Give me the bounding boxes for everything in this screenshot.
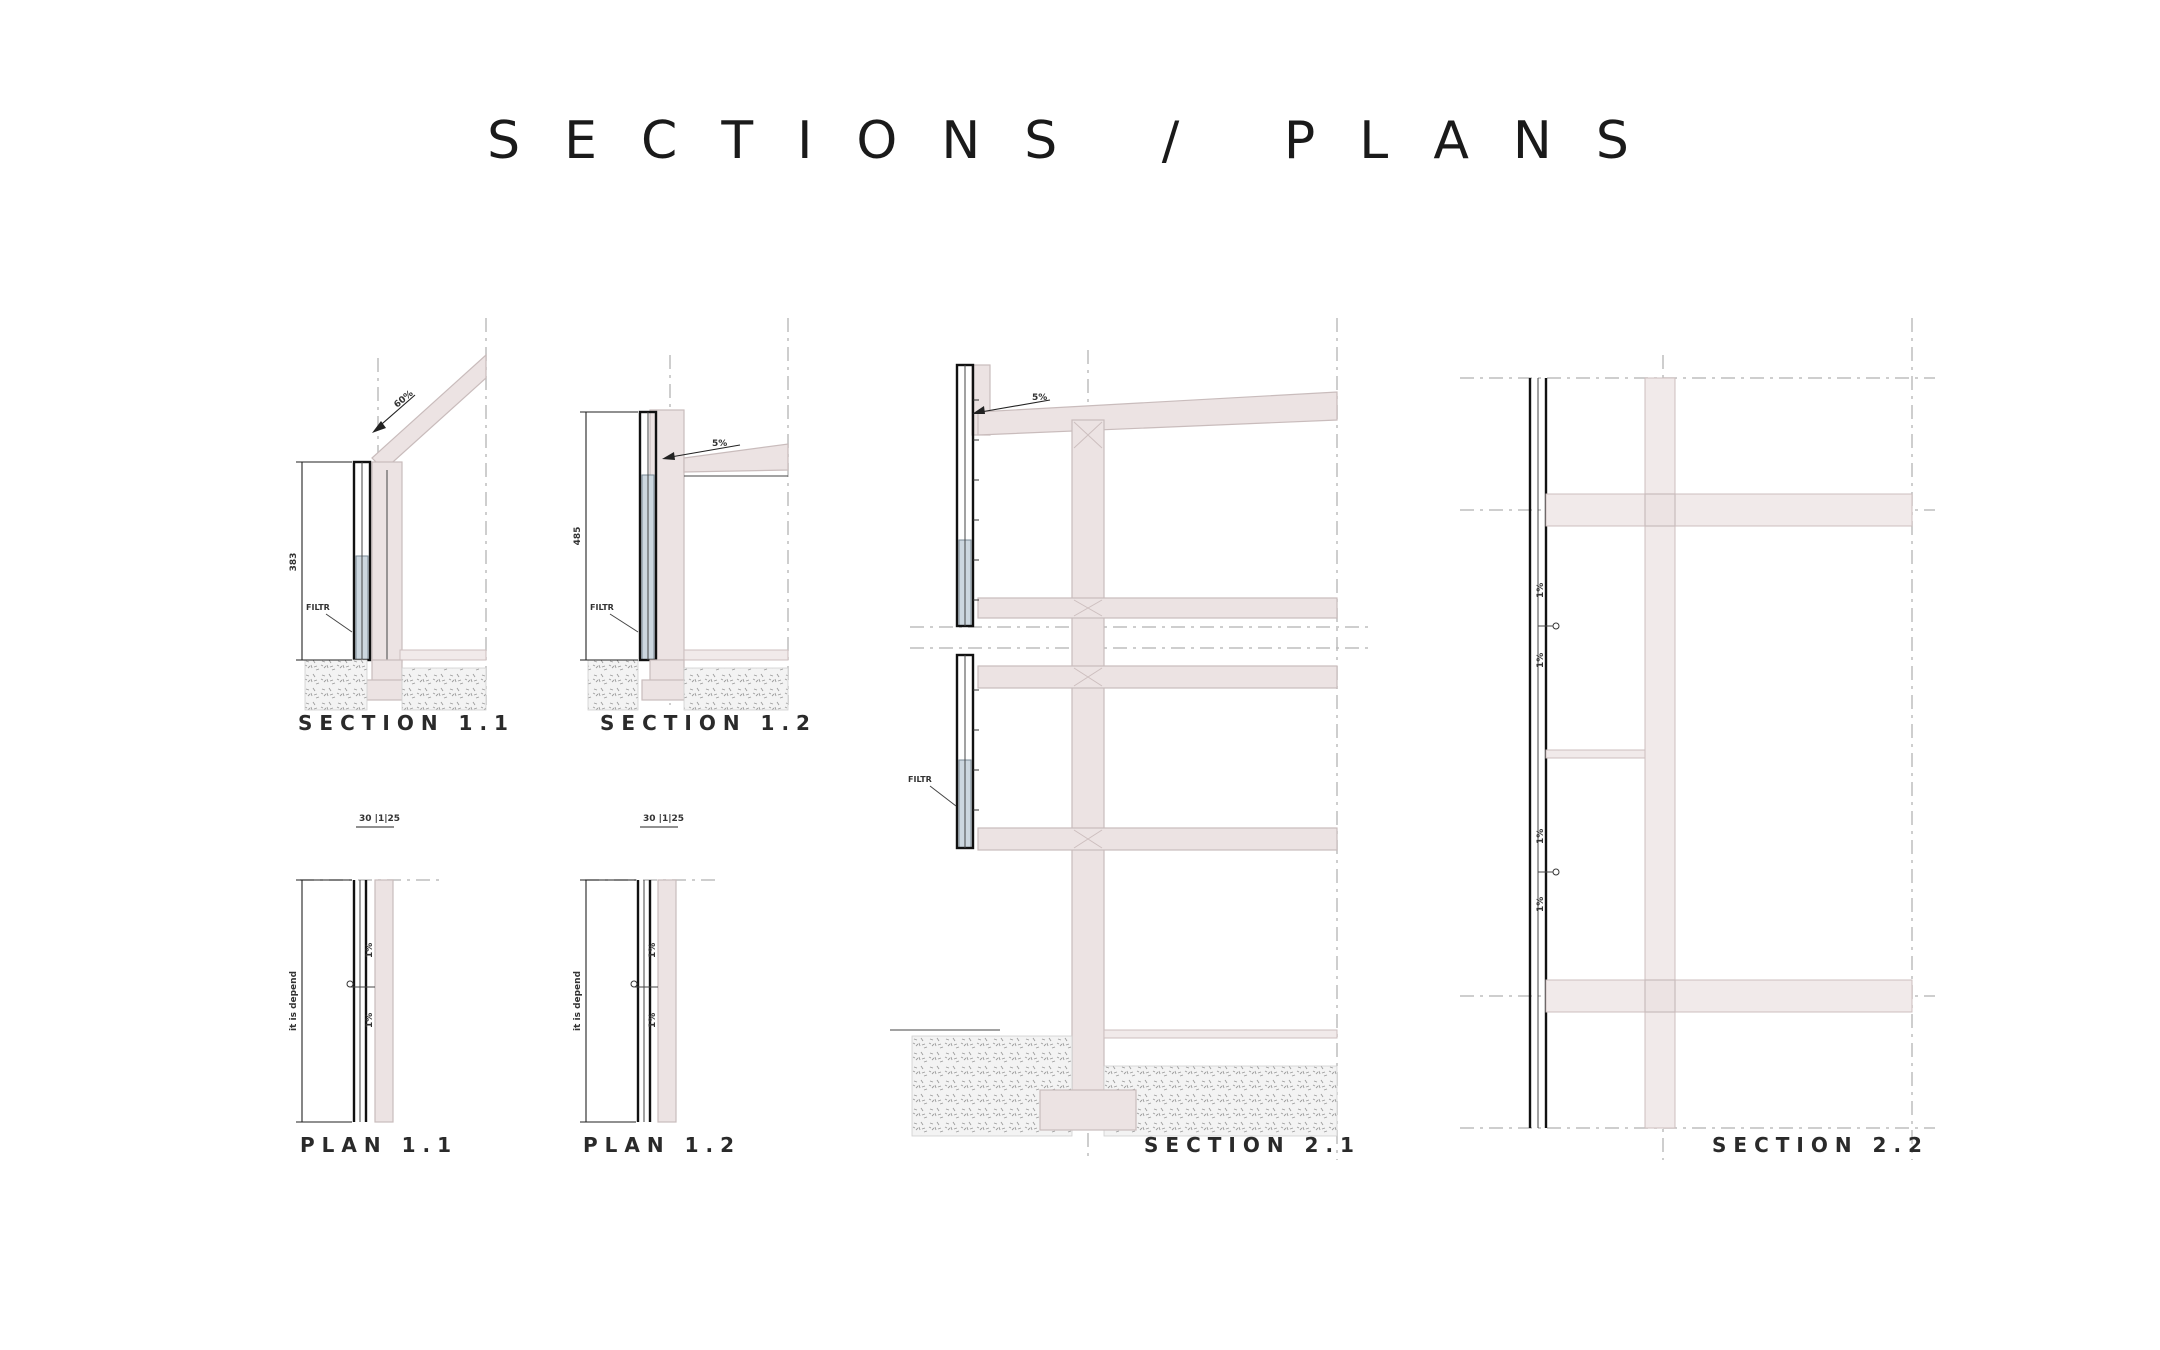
plan-1-1-mark-1: 1% <box>365 943 375 958</box>
plan-1-2-mark-2: 1% <box>648 1013 658 1028</box>
plan-1-1-drawing: 1% 1% 30 |1|25 it is depend PLAN 1.1 <box>289 814 458 1157</box>
section-1-2-filter-note: FILTR <box>590 603 614 612</box>
plan-1-1-width-dims: 30 |1|25 <box>359 814 400 824</box>
section-1-1-slope: 60% <box>393 389 416 411</box>
section-1-1-caption: SECTION 1.1 <box>298 711 515 735</box>
section-1-1-filter-note: FILTR <box>306 603 330 612</box>
sheet-title: SECTIONS / PLANS <box>487 111 1673 171</box>
section-2-1-caption: SECTION 2.1 <box>1144 1133 1361 1157</box>
section-2-2-caption: SECTION 2.2 <box>1712 1133 1929 1157</box>
plan-1-2-caption: PLAN 1.2 <box>583 1133 741 1157</box>
plan-1-2-width-dims: 30 |1|25 <box>643 814 684 824</box>
section-1-2-slope: 5% <box>712 439 727 449</box>
plan-1-1-caption: PLAN 1.1 <box>300 1133 458 1157</box>
section-2-2-drawing: 1% 1% 1% 1% SECTION 2.2 <box>1460 318 1935 1160</box>
section-1-2-caption: SECTION 1.2 <box>600 711 817 735</box>
section-2-1-slope: 5% <box>1032 393 1047 403</box>
section-1-1-height-dim: 383 <box>289 553 299 572</box>
section-1-2-height-dim: 485 <box>573 527 583 546</box>
plan-1-2-mark-1: 1% <box>648 943 658 958</box>
section-2-1-drawing: 5% FILTR SECTION 2.1 <box>890 318 1368 1160</box>
plan-1-1-mark-2: 1% <box>365 1013 375 1028</box>
plan-1-2-length-dim: it is depend <box>573 971 583 1031</box>
section-2-2-mark-2: 1% <box>1536 653 1546 668</box>
plan-1-1-length-dim: it is depend <box>289 971 299 1031</box>
section-2-1-filter-note: FILTR <box>908 775 932 784</box>
section-1-1-drawing: 60% 383 FILTR SECTION 1.1 <box>289 318 515 735</box>
section-1-2-drawing: 5% 485 FILTR SECTION 1.2 <box>573 318 817 735</box>
plan-1-2-drawing: 1% 1% 30 |1|25 it is depend PLAN 1.2 <box>573 814 741 1157</box>
section-2-2-mark-4: 1% <box>1536 897 1546 912</box>
section-2-2-mark-3: 1% <box>1536 829 1546 844</box>
section-2-2-mark-1: 1% <box>1536 583 1546 598</box>
